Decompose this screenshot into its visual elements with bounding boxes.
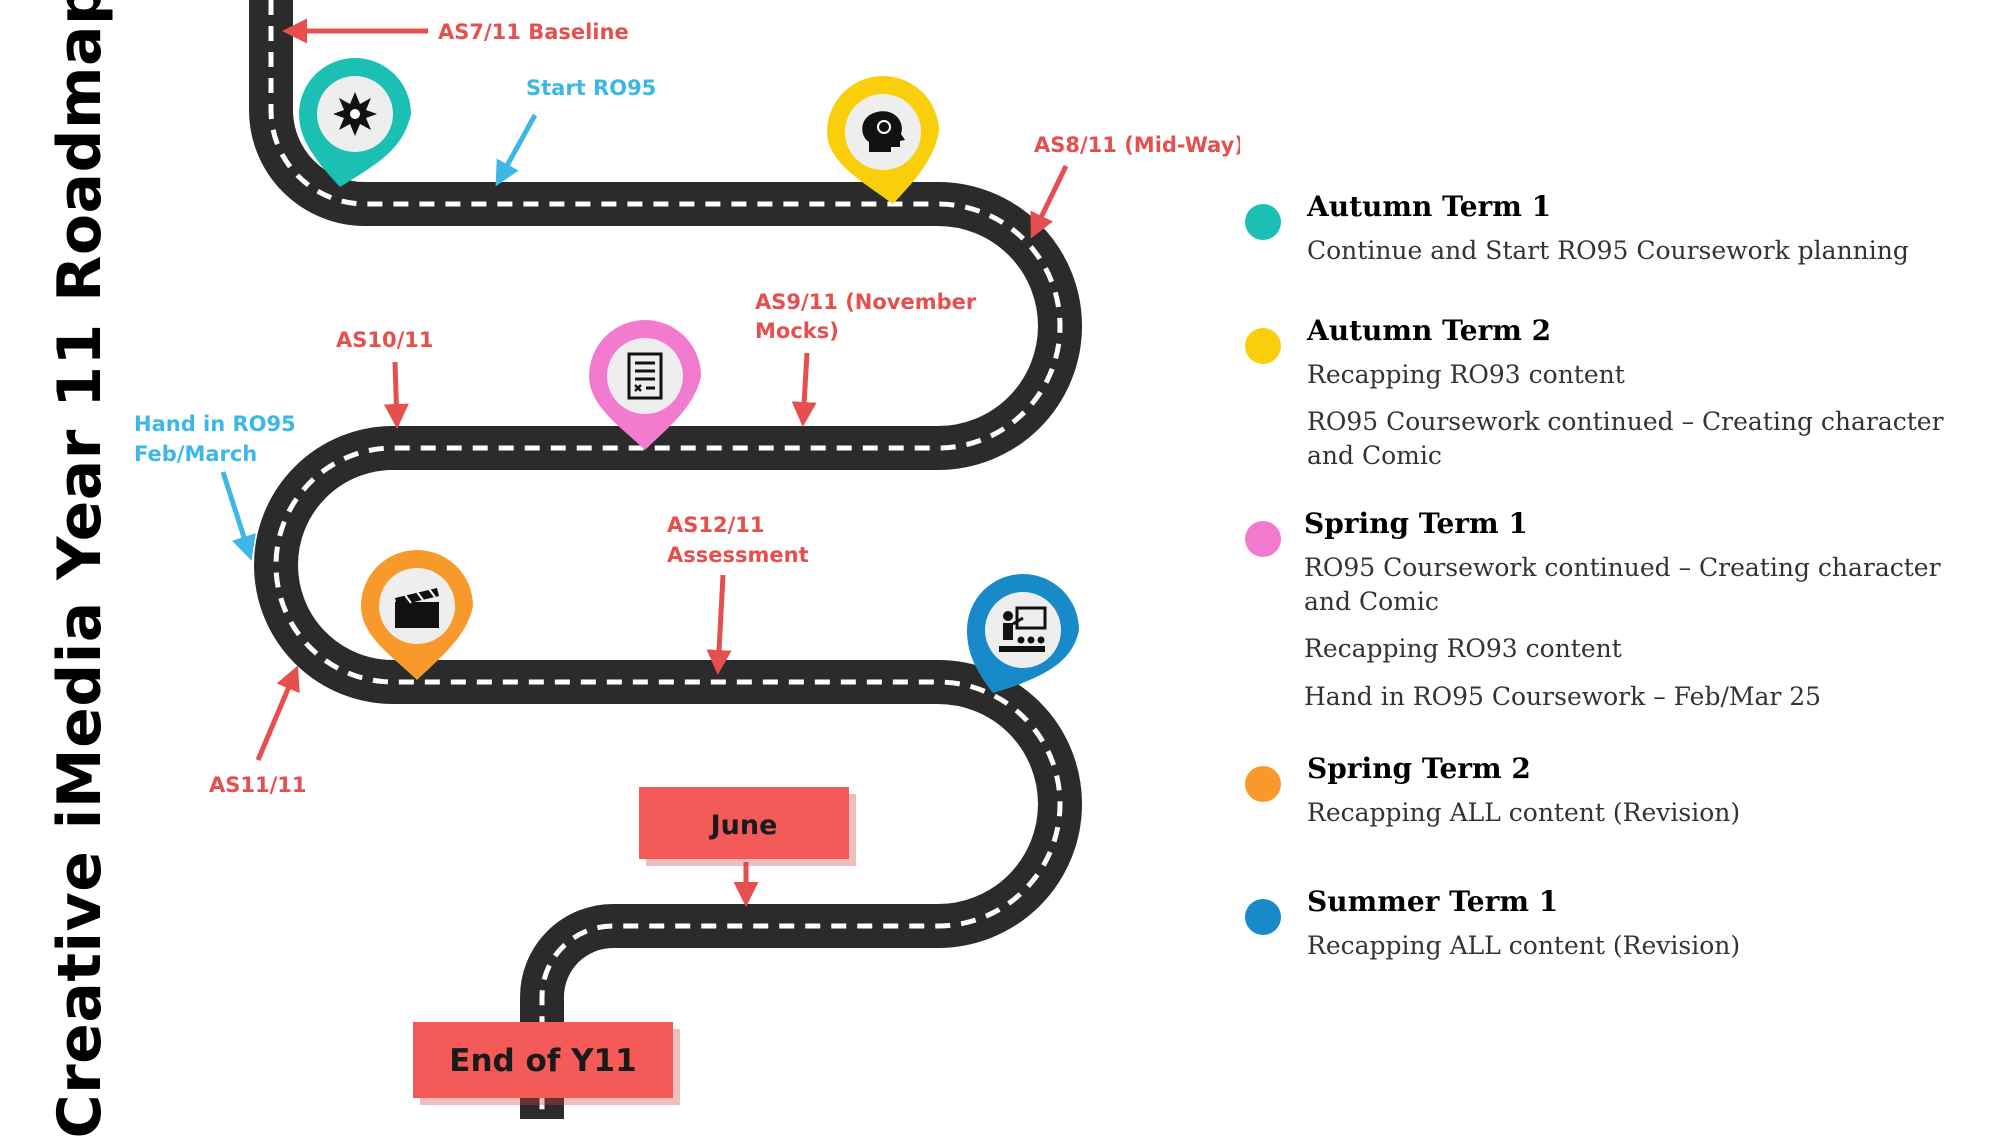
legend-dot-orange [1245,766,1281,802]
term-detail: Recapping RO93 content [1307,360,1625,389]
arrow-start-ro95 [495,113,538,187]
pin-spring-term-1 [589,320,701,450]
arrow-as8 [1030,164,1069,239]
term-detail: Hand in RO95 Coursework – Feb/Mar 25 [1304,682,1822,711]
term-detail: Recapping RO93 content [1304,634,1622,663]
term-title: Summer Term 1 [1307,885,1559,918]
term-title: Spring Term 2 [1307,752,1531,785]
label-hand-in-line1: Hand in RO95 [134,412,296,436]
pin-summer-term-1 [967,574,1079,693]
label-as12-line1: AS12/11 [667,513,765,537]
document-icon [627,352,663,400]
end-of-y11-label: End of Y11 [449,1043,636,1079]
term-detail: Recapping ALL content (Revision) [1307,931,1741,960]
legend-dot-yellow [1245,328,1281,364]
term-detail: RO95 Coursework continued – Creating cha… [1307,407,1944,470]
term-title: Spring Term 1 [1304,507,1528,540]
label-as12-line2: Assessment [667,543,809,567]
burst-icon [333,92,377,136]
arrow-as10 [383,361,409,429]
arrow-as9 [791,352,817,427]
legend-dot-blue [1245,899,1281,935]
label-hand-in-line2: Feb/March [134,442,257,466]
pin-autumn-term-1 [299,58,411,187]
clapperboard-icon [395,588,439,628]
arrow-as12 [706,574,732,675]
label-as8-midway: AS8/11 (Mid-Way) [1034,133,1240,157]
presentation-icon [999,606,1047,652]
june-box: June [639,787,856,866]
term-detail: Continue and Start RO95 Coursework plann… [1307,236,1909,265]
pin-autumn-term-2 [827,76,939,204]
term-title: Autumn Term 2 [1307,314,1552,347]
label-as7-baseline: AS7/11 Baseline [438,20,629,44]
label-as9-line1: AS9/11 (November [755,290,977,314]
label-as11: AS11/11 [209,773,307,797]
pin-spring-term-2 [361,550,473,680]
road-center-dashes [268,0,1063,1119]
june-label: June [709,810,778,841]
label-as9-line2: Mocks) [755,319,839,343]
legend-dot-teal [1245,204,1281,240]
term-detail: RO95 Coursework continued – Creating cha… [1304,553,1941,616]
end-of-y11-box: End of Y11 [413,1022,680,1105]
roadmap-diagram: AS7/11 Baseline Start RO95 AS8/11 (Mid-W… [134,0,1240,1119]
term-title: Autumn Term 1 [1307,190,1552,223]
label-as10: AS10/11 [336,328,434,352]
head-icon [862,111,905,152]
legend-dot-pink [1245,521,1281,557]
term-detail: Recapping ALL content (Revision) [1307,798,1741,827]
arrow-hand-in [220,471,256,561]
arrow-as11 [255,665,300,761]
label-start-ro95: Start RO95 [526,76,656,100]
